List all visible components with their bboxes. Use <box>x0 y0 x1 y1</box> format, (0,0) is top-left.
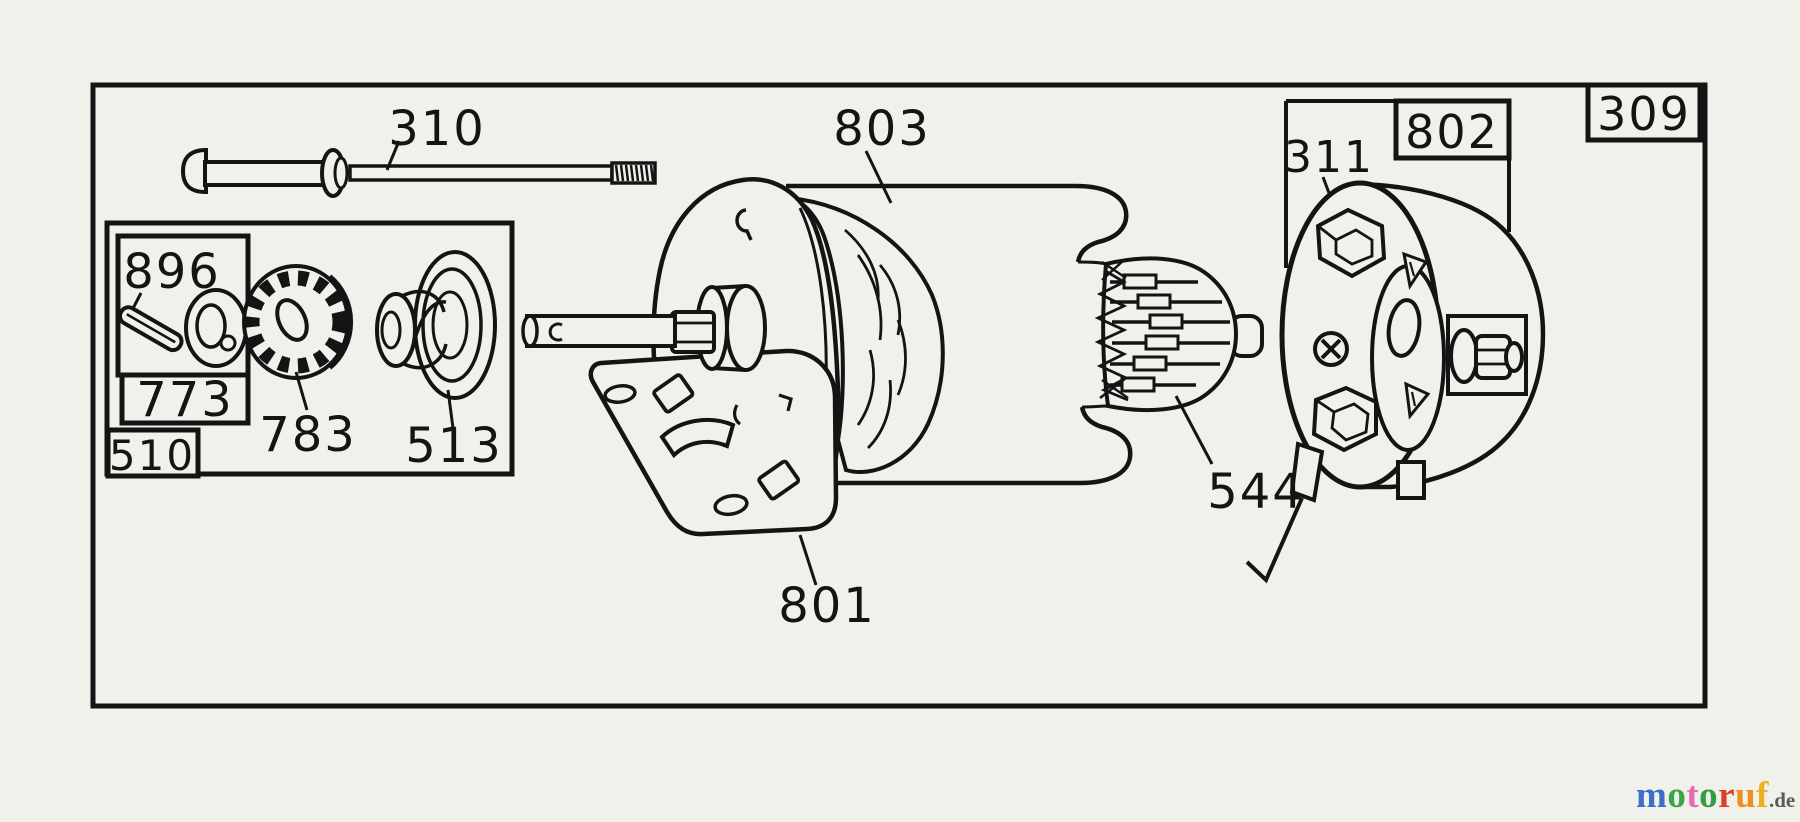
logo-letter: r <box>1718 775 1736 816</box>
brush-holder-top <box>1315 207 1387 279</box>
tag-box-510 <box>105 427 201 479</box>
leader-801 <box>798 534 818 586</box>
logo-letter: f <box>1756 775 1769 816</box>
cap-foot-right <box>1396 460 1426 500</box>
drive-kit-box-510 <box>104 220 515 479</box>
label-801: 801 <box>778 578 876 634</box>
logo-letter: u <box>1735 775 1757 816</box>
label-896: 896 <box>123 244 221 300</box>
roll-pin-896-drawing <box>117 288 248 368</box>
label-309: 309 <box>1597 87 1691 141</box>
logo-letter: o <box>1699 775 1719 816</box>
leader-783 <box>294 371 309 411</box>
through-bolt-310-drawing <box>180 140 657 198</box>
logo-letter: o <box>1667 775 1687 816</box>
label-773: 773 <box>136 372 234 428</box>
label-783: 783 <box>259 407 357 463</box>
label-510: 510 <box>109 431 195 480</box>
logo-letter: t <box>1686 775 1700 816</box>
retaining-clip-mark <box>548 322 563 342</box>
logo-letter: m <box>1636 775 1668 816</box>
cap-foot-left <box>1289 441 1325 503</box>
field-windings-drawing <box>789 196 945 474</box>
logo-suffix: .de <box>1769 788 1796 812</box>
label-513: 513 <box>405 418 503 474</box>
plate-hook-hole <box>735 208 753 241</box>
tag-box-773 <box>119 372 251 426</box>
armature-544-drawing <box>1094 256 1264 465</box>
brush-holder-bottom <box>1311 385 1378 453</box>
label-544: 544 <box>1207 464 1305 520</box>
tag-box-802 <box>1393 98 1512 161</box>
shaft-and-boss-drawing <box>521 284 767 372</box>
phillips-screw <box>1313 331 1349 367</box>
label-310: 310 <box>388 101 486 157</box>
diagram-border <box>90 82 1708 709</box>
motor-housing-803-drawing <box>786 183 1133 486</box>
end-cap-drawing <box>1245 98 1546 584</box>
frame-tag-309 <box>1585 82 1703 143</box>
mounting-bracket-801-drawing <box>588 348 839 586</box>
pinion-gear-783-drawing <box>242 264 354 411</box>
leader-803 <box>864 150 893 204</box>
logo-motoruf[interactable]: motoruf.de <box>1636 776 1800 820</box>
label-311: 311 <box>1284 132 1374 183</box>
clutch-513-drawing <box>375 250 497 429</box>
leader-310 <box>385 140 401 171</box>
leader-513 <box>446 389 455 429</box>
leader-544 <box>1174 395 1214 465</box>
label-803: 803 <box>833 101 931 157</box>
gear-teeth <box>244 270 348 374</box>
label-802: 802 <box>1405 105 1499 159</box>
